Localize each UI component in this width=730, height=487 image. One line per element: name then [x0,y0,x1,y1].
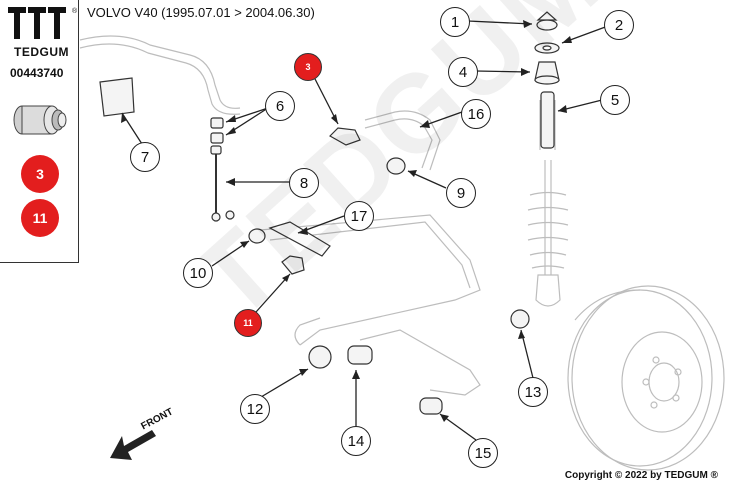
callout-4[interactable]: 4 [448,57,478,87]
registered-mark: ® [72,8,78,15]
callout-10[interactable]: 10 [183,258,213,288]
callout-17[interactable]: 17 [344,201,374,231]
copyright-notice: Copyright © 2022 by TEDGUM ® [564,470,718,481]
callout-2[interactable]: 2 [604,10,634,40]
callout-16[interactable]: 16 [461,99,491,129]
callout-3[interactable]: 3 [294,53,322,81]
callout-5[interactable]: 5 [600,85,630,115]
callout-11[interactable]: 11 [234,309,262,337]
sidebar: ® TEDGUM 00443740 3 11 [0,0,79,263]
tedgum-logo-icon [8,7,66,39]
callout-12[interactable]: 12 [240,394,270,424]
callout-1[interactable]: 1 [440,7,470,37]
callout-9[interactable]: 9 [446,178,476,208]
highlight-badge-11[interactable]: 11 [21,199,59,237]
brand-logo: ® TEDGUM [6,5,78,59]
callout-13[interactable]: 13 [518,377,548,407]
bushing-thumbnail [13,105,67,135]
brand-name: TEDGUM [14,45,69,59]
page-title: VOLVO V40 (1995.07.01 > 2004.06.30) [87,5,315,20]
callout-8[interactable]: 8 [289,168,319,198]
front-arrow-icon [110,430,156,460]
part-number: 00443740 [10,66,64,80]
highlight-badge-3[interactable]: 3 [21,155,59,193]
callout-7[interactable]: 7 [130,142,160,172]
callout-15[interactable]: 15 [468,438,498,468]
callout-6[interactable]: 6 [265,91,295,121]
callout-14[interactable]: 14 [341,426,371,456]
